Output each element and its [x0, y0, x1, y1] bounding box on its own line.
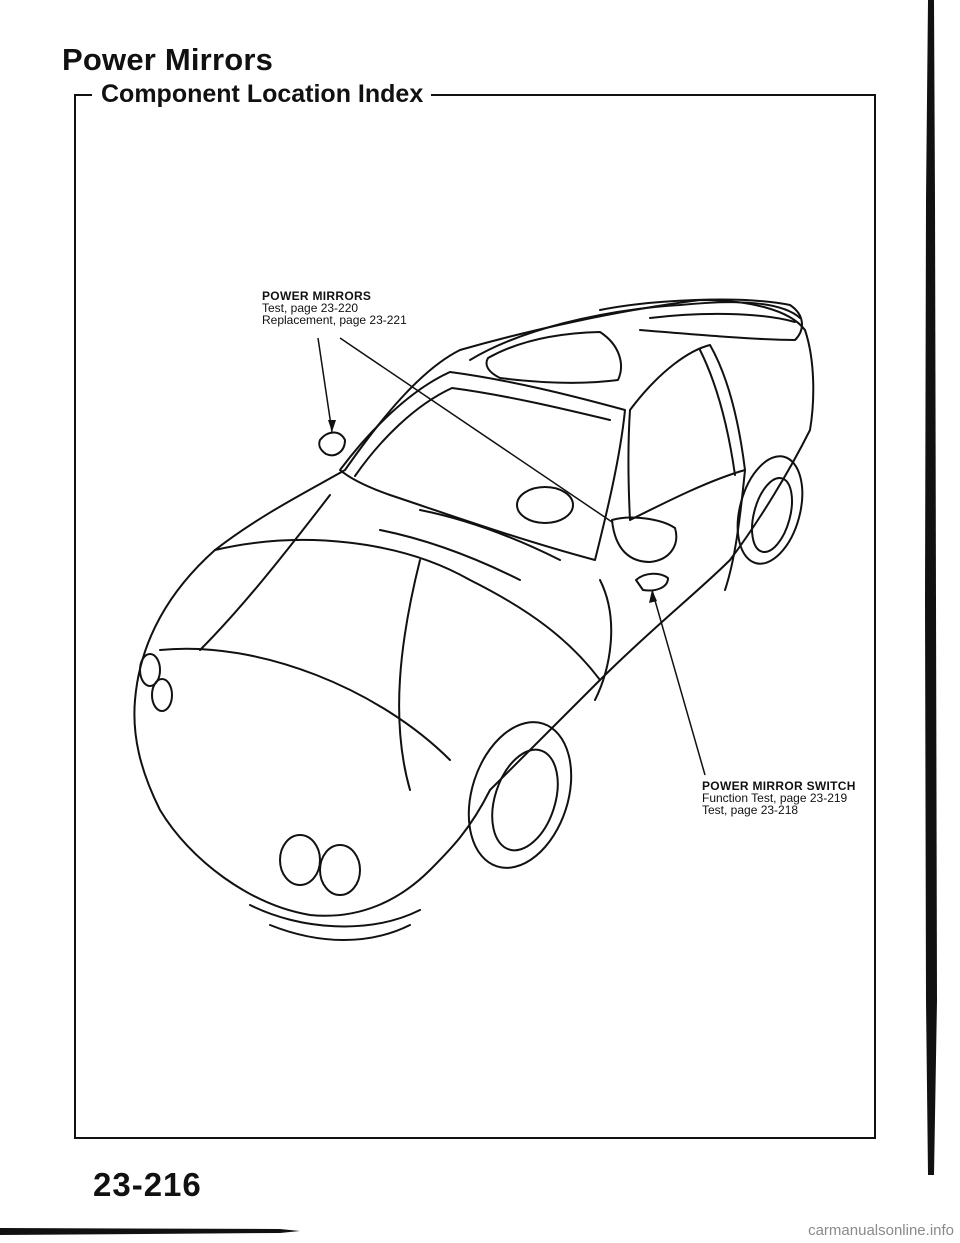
callout-line: Function Test, page 23-219: [702, 791, 848, 805]
front-wheel: [467, 721, 573, 869]
callout-line: Replacement, page 23-221: [262, 313, 407, 327]
headlight-left: [139, 653, 161, 687]
steering-wheel: [516, 486, 574, 524]
rear-wheel: [736, 455, 804, 565]
arrowhead: [328, 420, 336, 432]
page-number: 23-216: [93, 1166, 202, 1203]
page-title: Power Mirrors: [62, 42, 274, 77]
sunroof: [485, 331, 622, 384]
front-bumper: [249, 904, 421, 928]
leader-line-mirror-right: [339, 337, 613, 523]
watermark: carmanualsonline.info: [808, 1222, 954, 1239]
door-line: [594, 579, 613, 701]
callout-heading: POWER MIRROR SWITCH: [702, 779, 856, 793]
windshield: [339, 371, 626, 561]
headlight-right: [279, 834, 321, 886]
callout-heading: POWER MIRRORS: [262, 289, 372, 303]
page-edge-bar: [925, 0, 937, 1175]
bottom-edge-bar: [0, 1228, 300, 1235]
hood-line: [214, 539, 601, 681]
frame-top-left-rule: [74, 94, 92, 96]
section-subtitle: Component Location Index: [93, 80, 432, 109]
rear-spoiler: [599, 298, 803, 341]
right-mirror: [611, 516, 678, 563]
callout-power-mirror-switch: POWER MIRROR SWITCH Function Test, page …: [702, 780, 856, 816]
callout-power-mirrors: POWER MIRRORS Test, page 23-220 Replacem…: [262, 290, 407, 326]
arrowhead: [649, 590, 657, 603]
frame-top-right-rule: [372, 94, 876, 96]
roof-line: [469, 301, 801, 361]
callout-line: Test, page 23-220: [262, 301, 359, 315]
body-outline: [133, 299, 815, 917]
leader-line-mirror-left: [317, 337, 333, 433]
mirror-switch: [635, 572, 669, 592]
left-mirror: [318, 431, 346, 457]
leader-line-switch: [651, 589, 706, 776]
illustration-frame: [74, 94, 876, 1139]
callout-line: Test, page 23-218: [702, 803, 799, 817]
